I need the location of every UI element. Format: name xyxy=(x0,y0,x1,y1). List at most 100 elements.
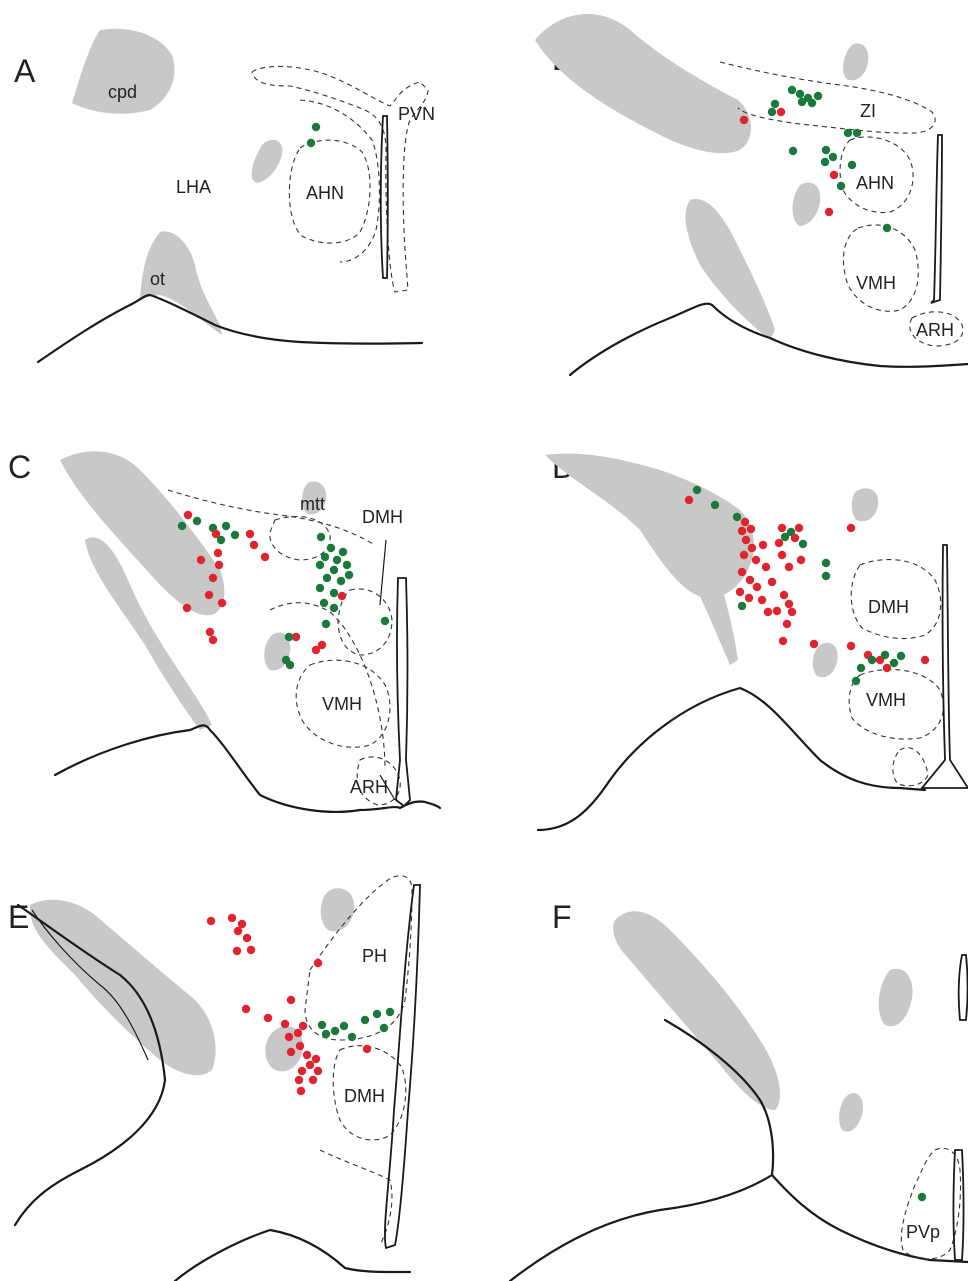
pvn-boundary-a xyxy=(251,65,429,293)
green-neuron-dot xyxy=(216,535,226,545)
dmh-boundary-d xyxy=(850,559,942,640)
small-fiber-region-b2 xyxy=(792,182,821,226)
green-neuron-dot xyxy=(820,157,830,167)
dmh-leader-line xyxy=(379,539,387,606)
section-outline-f2 xyxy=(770,1173,968,1264)
red-neuron-dot xyxy=(739,115,749,125)
outer-boundary-c xyxy=(269,602,386,771)
ot-label: ot xyxy=(150,269,165,289)
red-neuron-dot xyxy=(205,627,215,637)
red-neuron-dot xyxy=(196,555,206,565)
green-neuron-dot xyxy=(836,181,846,191)
green-neuron-dot xyxy=(828,152,838,162)
panel-f-dots xyxy=(917,1192,927,1202)
red-neuron-dot xyxy=(246,945,256,955)
third-ventricle-b xyxy=(930,134,943,304)
green-neuron-dot xyxy=(315,583,325,593)
vmh-boundary-d xyxy=(848,669,944,740)
green-neuron-dot xyxy=(285,660,295,670)
green-neuron-dot xyxy=(320,552,330,562)
red-neuron-dot xyxy=(744,593,754,603)
panel-c: C mtt DMH VMH ARH xyxy=(8,449,442,813)
green-neuron-dot xyxy=(732,512,742,522)
red-neuron-dot xyxy=(232,946,242,956)
ahn-boundary-a xyxy=(288,139,371,244)
lower-boundary-e xyxy=(319,1149,393,1246)
green-neuron-dot xyxy=(306,138,316,148)
cpd-fiber-region xyxy=(72,28,175,114)
red-neuron-dot xyxy=(829,170,839,180)
small-fiber-region-e1 xyxy=(320,888,355,932)
green-neuron-dot xyxy=(710,500,720,510)
red-neuron-dot xyxy=(735,587,745,597)
red-neuron-dot xyxy=(746,524,756,534)
small-fiber-region-d1 xyxy=(851,488,879,522)
fiber-edge-line-e xyxy=(31,909,149,1061)
red-neuron-dot xyxy=(313,958,323,968)
red-neuron-dot xyxy=(784,599,794,609)
red-neuron-dot xyxy=(237,919,247,929)
green-neuron-dot xyxy=(767,107,777,117)
third-ventricle-f-lower xyxy=(952,1149,965,1261)
red-neuron-dot xyxy=(761,562,771,572)
red-neuron-dot xyxy=(242,933,252,943)
lha-label: LHA xyxy=(176,177,211,197)
green-neuron-dot xyxy=(192,516,202,526)
red-neuron-dot xyxy=(737,567,747,577)
ot-fiber-region xyxy=(140,231,222,335)
red-neuron-dot xyxy=(778,636,788,646)
green-neuron-dot xyxy=(867,655,877,665)
red-neuron-dot xyxy=(739,550,749,560)
red-neuron-dot xyxy=(183,510,193,520)
red-neuron-dot xyxy=(305,1060,315,1070)
red-neuron-dot xyxy=(295,1041,305,1051)
panel-d: D DMH VMH xyxy=(536,449,968,832)
red-neuron-dot xyxy=(796,555,806,565)
green-neuron-dot xyxy=(737,601,747,611)
red-neuron-dot xyxy=(249,540,259,550)
red-neuron-dot xyxy=(291,632,301,642)
green-neuron-dot xyxy=(380,616,390,626)
red-neuron-dot xyxy=(362,1044,372,1054)
green-neuron-dot xyxy=(319,598,329,608)
green-neuron-dot xyxy=(889,658,899,668)
red-neuron-dot xyxy=(298,1021,308,1031)
green-neuron-dot xyxy=(311,122,321,132)
dmh-label-d: DMH xyxy=(868,597,909,617)
red-neuron-dot xyxy=(777,523,787,533)
green-neuron-dot xyxy=(880,650,890,660)
red-neuron-dot xyxy=(790,533,800,543)
green-neuron-dot xyxy=(780,532,790,542)
third-ventricle-d xyxy=(920,544,968,789)
ot-fiber-region-b xyxy=(685,199,775,340)
green-neuron-dot xyxy=(821,571,831,581)
red-neuron-dot xyxy=(763,607,773,617)
vmh-boundary-c xyxy=(295,659,391,748)
red-neuron-dot xyxy=(286,1047,296,1057)
dmh-label-e: DMH xyxy=(344,1086,385,1106)
section-outline-d xyxy=(536,686,927,832)
red-neuron-dot xyxy=(297,1066,307,1076)
red-neuron-dot xyxy=(208,573,218,583)
third-ventricle-c xyxy=(395,577,411,808)
cpd-label: cpd xyxy=(108,82,137,102)
mtt-fiber-region-c xyxy=(302,481,327,515)
green-neuron-dot xyxy=(788,146,798,156)
green-neuron-dot xyxy=(330,1026,340,1036)
green-neuron-dot xyxy=(798,539,808,549)
red-neuron-dot xyxy=(684,495,694,505)
red-neuron-dot xyxy=(206,916,216,926)
red-neuron-dot xyxy=(920,655,930,665)
green-neuron-dot xyxy=(360,1015,370,1025)
green-neuron-dot xyxy=(797,97,807,107)
ot-fiber-region-d xyxy=(654,489,738,665)
panel-c-letter: C xyxy=(8,449,31,485)
red-neuron-dot xyxy=(317,640,327,650)
green-neuron-dot xyxy=(821,558,831,568)
red-neuron-dot xyxy=(204,590,214,600)
ph-label: PH xyxy=(362,946,387,966)
green-neuron-dot xyxy=(284,632,294,642)
third-ventricle-e xyxy=(384,884,421,1250)
red-neuron-dot xyxy=(214,560,224,570)
red-neuron-dot xyxy=(213,548,223,558)
